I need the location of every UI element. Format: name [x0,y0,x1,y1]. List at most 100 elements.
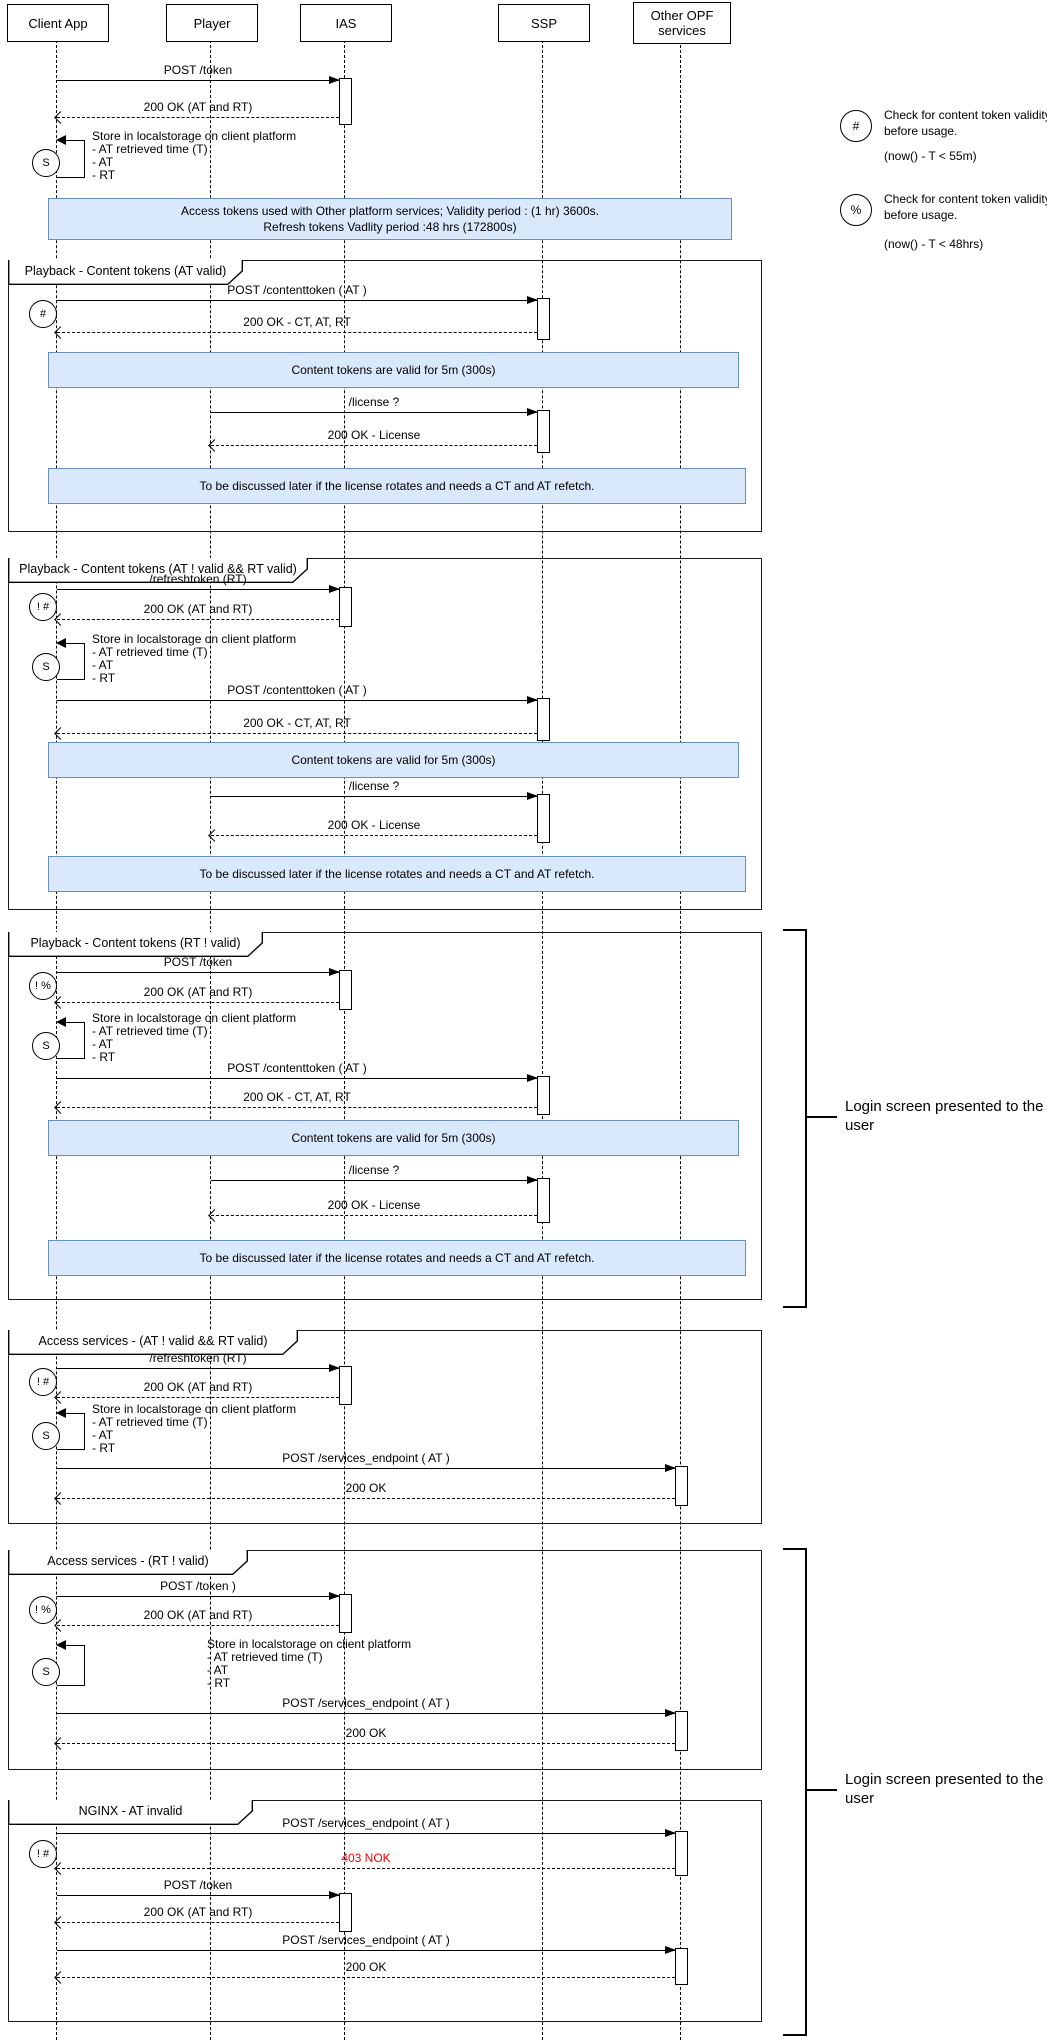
lifeline-ssp [542,40,543,2040]
store-note: Store in localstorage on client platform… [92,632,297,685]
activation-bar [537,1076,550,1115]
activation-bar [537,794,550,843]
message-line [54,326,537,339]
activation-bar [675,1948,688,1985]
badge-store: S [32,653,60,681]
frame-title: Playback - Content tokens (RT ! valid) [30,936,241,950]
arrowhead-icon [665,1709,676,1717]
message-line [57,1364,340,1372]
arrowhead-icon [665,1946,676,1954]
frame-playback-at-invalid-rt-valid [8,558,762,910]
percent-symbol-icon: % [840,194,872,226]
hash-symbol-icon: # [840,110,872,142]
message-line [57,1829,676,1837]
arrowhead-icon [329,1891,340,1899]
actor-label: Player [193,15,231,31]
message-label: POST /contenttoken ( AT ) [227,1061,367,1075]
frame-title-tab: Access services - (RT ! valid) [8,1550,248,1575]
message-line [54,1492,675,1505]
message-line [54,1391,339,1404]
badge-check: # [29,300,57,328]
message-line [208,1209,537,1222]
message-label: POST /services_endpoint ( AT ) [282,1933,450,1947]
lifeline-ias [344,40,345,2040]
message-label: 200 OK - License [327,428,421,442]
message-label: 200 OK - CT, AT, RT [243,1090,351,1104]
frame-title-tab: Access services - (AT ! valid && RT vali… [8,1330,298,1355]
message-label: POST /contenttoken ( AT ) [227,683,367,697]
message-label: POST /services_endpoint ( AT ) [282,1451,450,1465]
frame-playback-rt-invalid [8,932,762,1300]
message-label: POST /token [163,955,233,969]
badge-check: ! # [29,593,57,621]
activation-bar [537,1178,550,1223]
message-label: 200 OK (AT and RT) [143,602,253,616]
arrowhead-icon [329,1364,340,1372]
message-line [57,585,340,593]
store-note: Store in localstorage on client platform… [92,1011,297,1064]
arrowhead-icon [527,696,538,704]
message-line [57,1946,676,1954]
actor-label: IAS [335,15,357,31]
message-line [54,613,339,626]
activation-bar [339,970,352,1010]
badge-store: S [32,1032,60,1060]
message-label: POST /token [163,63,233,77]
frame-title-tab: Playback - Content tokens (AT ! valid &&… [8,558,308,583]
arrowhead-icon [56,1408,66,1418]
frame-title: NGINX - AT invalid [78,1804,183,1818]
activation-bar [675,1711,688,1751]
arrowhead-icon [527,1074,538,1082]
frame-title-tab: NGINX - AT invalid [8,1800,253,1825]
message-label: 200 OK - License [327,1198,421,1212]
arrowhead-icon [56,1640,66,1650]
legend-text: Check for content token validity before … [884,108,1047,138]
actor-label: Client App [28,15,88,31]
actor-label: SSP [530,15,557,31]
arrowhead-icon [329,76,340,84]
message-line [57,696,538,704]
arrowhead-icon [665,1829,676,1837]
self-message-loop [56,135,85,178]
message-label: POST /services_endpoint ( AT ) [282,1696,450,1710]
frame-title: Playback - Content tokens (AT valid) [24,264,227,278]
message-line [54,1862,675,1875]
message-line [54,1619,339,1632]
message-line [54,727,537,740]
actor-opf-services: Other OPF services [633,2,731,44]
activation-bar [675,1466,688,1506]
activation-bar [339,1594,352,1633]
badge-check: ! % [29,972,57,1000]
frame-playback-at-valid [8,260,762,532]
actor-ssp: SSP [498,4,590,42]
lifeline-opf [680,40,681,2040]
message-label: 200 OK (AT and RT) [143,985,253,999]
note-license-rotation: To be discussed later if the license rot… [48,856,746,892]
message-line [57,1592,340,1600]
message-label: POST /token [163,1878,233,1892]
message-line [211,792,538,800]
store-note: Store in localstorage on client platform… [92,129,297,182]
message-label: 200 OK (AT and RT) [143,1905,253,1919]
message-label-error: 403 NOK [341,1851,391,1865]
note-content-token-validity: Content tokens are valid for 5m (300s) [48,742,739,778]
message-label: 200 OK - License [327,818,421,832]
store-note: Store in localstorage on client platform… [92,1402,297,1455]
message-label: 200 OK [345,1481,387,1495]
message-line [57,1074,538,1082]
arrowhead-icon [329,1592,340,1600]
badge-store: S [32,1658,60,1686]
message-label: /license ? [348,779,400,793]
message-label: 200 OK [345,1960,387,1974]
frame-title: Access services - (AT ! valid && RT vali… [38,1334,268,1348]
message-line [57,1709,676,1717]
message-line [57,1464,676,1472]
message-label: /license ? [348,395,400,409]
badge-check: ! % [29,1596,57,1624]
message-label: POST /token ) [160,1579,236,1593]
message-line [57,76,340,84]
self-message-loop [56,638,85,680]
arrowhead-icon [56,638,66,648]
message-line [57,1891,340,1899]
